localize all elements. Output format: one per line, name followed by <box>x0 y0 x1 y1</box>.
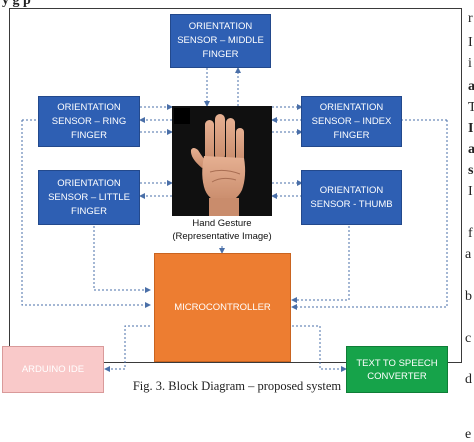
open-palm-hand-icon <box>190 114 246 216</box>
middle-finger-sensor-block: ORIENTATION SENSOR – MIDDLE FINGER <box>170 14 271 68</box>
block-label-line: FINGER <box>71 129 107 141</box>
block-label-line: ORIENTATION <box>57 101 121 113</box>
margin-fragment: a <box>468 142 474 157</box>
index-finger-sensor-block: ORIENTATION SENSOR – INDEX FINGER <box>301 96 402 147</box>
block-label-line: SENSOR - THUMB <box>310 198 393 210</box>
hand-gesture-caption: Hand Gesture (Representative Image) <box>150 217 294 243</box>
tts-label-line: TEXT TO SPEECH <box>356 357 438 369</box>
block-label-line: SENSOR – RING <box>51 115 127 127</box>
microcontroller-label: MICROCONTROLLER <box>174 302 271 313</box>
block-label-line: ORIENTATION <box>319 184 384 196</box>
header-text-fragment: y g p <box>2 0 31 8</box>
hand-gesture-image <box>172 106 272 216</box>
block-label-line: FINGER <box>333 129 370 141</box>
hand-caption-subtitle: (Representative Image) <box>172 231 272 242</box>
block-label-line: SENSOR – MIDDLE <box>177 35 264 46</box>
margin-fragment: a <box>465 247 472 262</box>
margin-fragment: I <box>468 121 474 136</box>
block-label-line: SENSOR – INDEX <box>311 115 392 127</box>
text-to-speech-block: TEXT TO SPEECH CONVERTER <box>346 346 448 393</box>
margin-fragment: I <box>468 35 473 50</box>
block-label-line: FINGER <box>202 49 239 60</box>
block-label-line: SENSOR – LITTLE <box>48 191 130 203</box>
arduino-ide-block: ARDUINO IDE <box>2 346 104 393</box>
block-label-line: ORIENTATION <box>319 101 384 113</box>
margin-fragment: d <box>465 372 472 387</box>
block-label-line: ORIENTATION <box>57 177 121 189</box>
tts-label-line: CONVERTER <box>367 370 427 382</box>
margin-fragment: a <box>468 79 474 94</box>
ring-finger-sensor-block: ORIENTATION SENSOR – RING FINGER <box>38 96 140 147</box>
image-corner-mark <box>174 108 190 124</box>
margin-fragment: f <box>468 226 473 241</box>
margin-fragment: I <box>468 184 473 199</box>
margin-fragment: s <box>468 163 474 178</box>
margin-fragment: e <box>465 427 472 442</box>
margin-fragment: T <box>468 100 474 115</box>
margin-fragment: c <box>465 331 472 346</box>
margin-fragment: r <box>468 11 473 26</box>
margin-fragment: i <box>468 56 472 71</box>
microcontroller-block: MICROCONTROLLER <box>154 253 291 362</box>
thumb-sensor-block: ORIENTATION SENSOR - THUMB <box>301 170 402 225</box>
block-label-line: ORIENTATION <box>188 21 253 32</box>
block-label-line: FINGER <box>71 205 107 217</box>
figure-caption: Fig. 3. Block Diagram – proposed system <box>132 379 342 393</box>
little-finger-sensor-block: ORIENTATION SENSOR – LITTLE FINGER <box>38 170 140 225</box>
arduino-ide-label: ARDUINO IDE <box>21 364 85 375</box>
margin-fragment: b <box>465 289 472 304</box>
hand-caption-title: Hand Gesture <box>192 218 252 229</box>
